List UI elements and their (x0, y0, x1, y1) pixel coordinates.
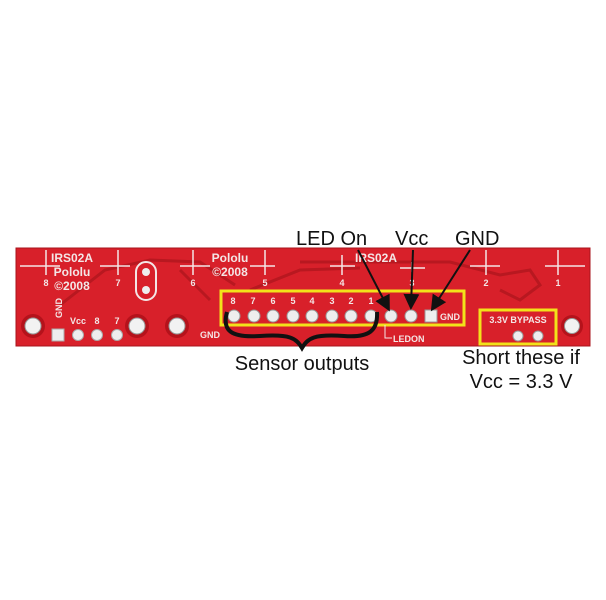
bypass-annotation-line2: Vcc = 3.3 V (470, 371, 573, 393)
header-highlight-box (219, 289, 466, 327)
header-pin-label: 4 (309, 296, 314, 306)
pcb-board (15, 247, 591, 347)
gnd-arrow (430, 249, 471, 312)
pcb-traces (59, 258, 543, 307)
channel-number: 6 (190, 278, 195, 288)
bypass-highlight-box (478, 308, 558, 346)
ledon-label: LEDON (393, 334, 425, 344)
bypass-pad (512, 330, 524, 342)
channel-number: 7 (115, 278, 120, 288)
brand-label-mid: Pololu (212, 251, 249, 265)
led-on-annotation: LED On (296, 228, 367, 250)
sensor-outputs-brace (223, 311, 380, 352)
header-pin-label: 6 (270, 296, 275, 306)
year-label-mid: ©2008 (212, 265, 248, 279)
header-pins (227, 309, 438, 323)
header-pin-label: 2 (348, 296, 353, 306)
mounting-holes (21, 261, 583, 338)
channel-number: 8 (43, 278, 48, 288)
model-label-right: IRS02A (355, 251, 397, 265)
channel-number: 5 (262, 278, 267, 288)
header-pin-label: 5 (290, 296, 295, 306)
vcc-arrow (403, 249, 420, 310)
gnd-annotation: GND (455, 228, 499, 250)
header-gnd-label: GND (440, 312, 461, 322)
left-pin-label-gnd: GND (54, 298, 64, 319)
header-pin-label: 3 (329, 296, 334, 306)
header-pin-label: 8 (230, 296, 235, 306)
led-on-arrow (357, 249, 390, 312)
left-pins (51, 328, 123, 342)
sensor-outputs-annotation: Sensor outputs (235, 353, 370, 375)
bypass-label: 3.3V BYPASS (489, 315, 546, 325)
cut-marks (20, 250, 585, 275)
header-pin-label: 1 (368, 296, 373, 306)
brand-label-left: Pololu (54, 265, 91, 279)
header-pin-label: 7 (250, 296, 255, 306)
channel-number: 4 (339, 278, 344, 288)
channel-number: 1 (555, 278, 560, 288)
left-pin-label-vcc: Vcc (70, 316, 86, 326)
bottom-gnd-label: GND (200, 330, 221, 340)
year-label-left: ©2008 (54, 279, 90, 293)
channel-number: 2 (483, 278, 488, 288)
vcc-annotation: Vcc (395, 228, 428, 250)
left-pin-label-8: 8 (94, 316, 99, 326)
left-pin-label-7: 7 (114, 316, 119, 326)
model-label-left: IRS02A (51, 251, 93, 265)
bypass-pad (532, 330, 544, 342)
bypass-annotation-line1: Short these if (462, 347, 580, 369)
